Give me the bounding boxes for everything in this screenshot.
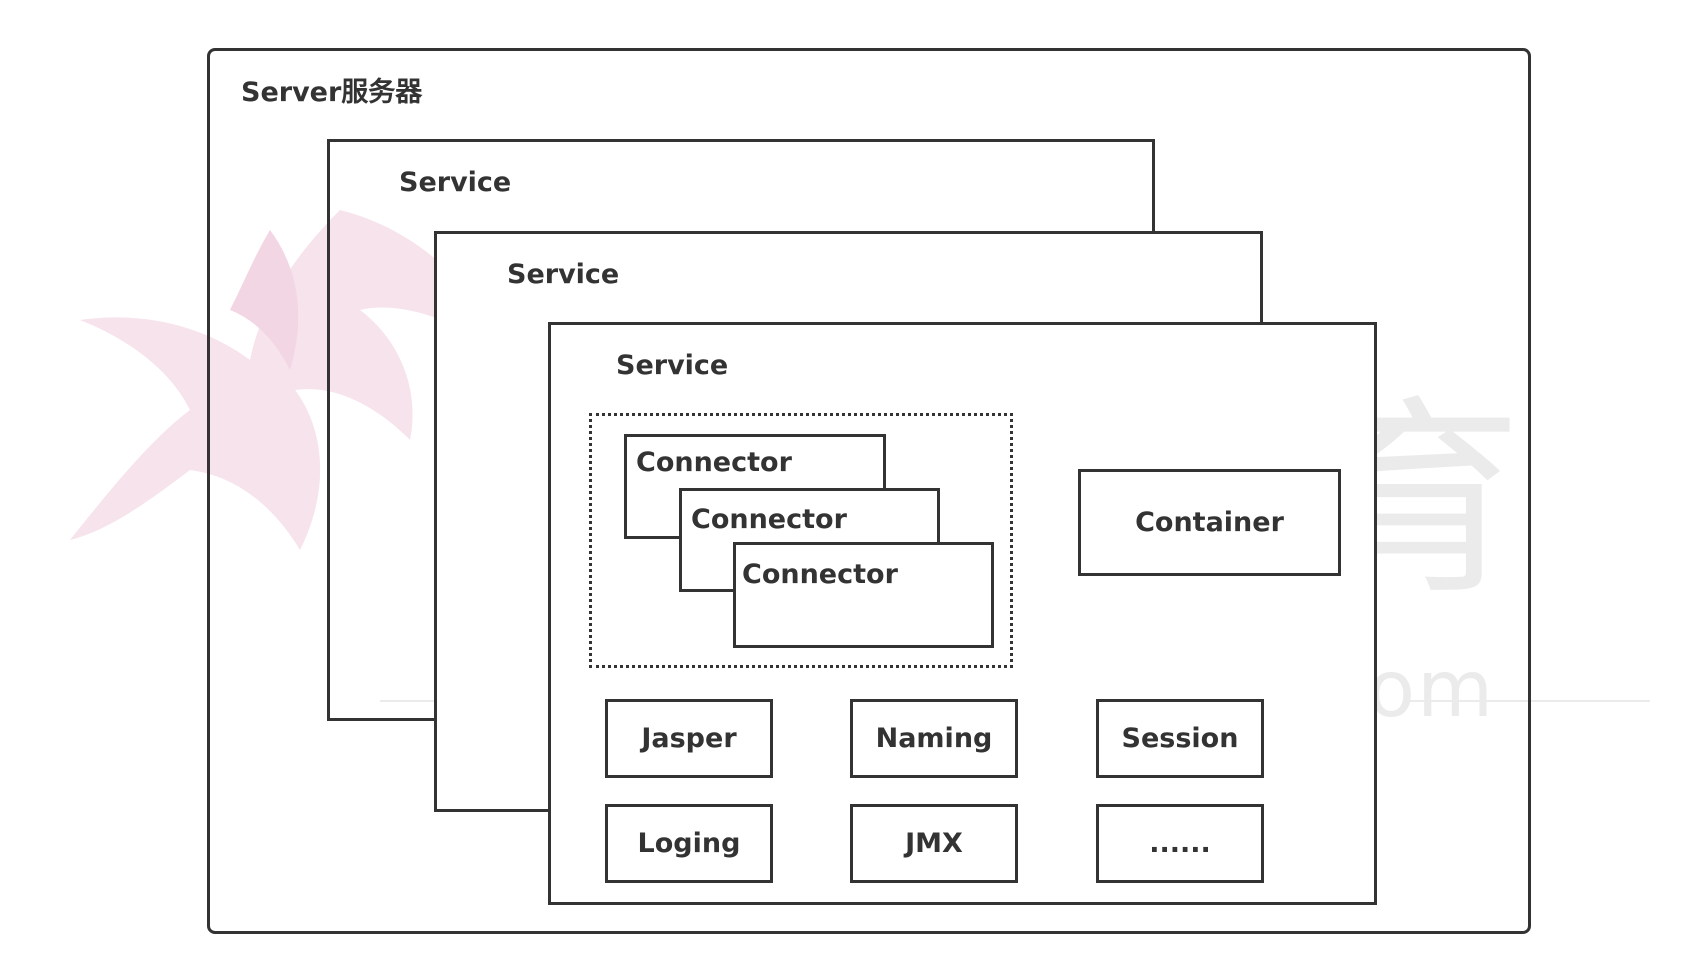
connector-box-3 (733, 542, 994, 648)
module-more: ...... (1096, 804, 1264, 883)
service-label-2: Service (507, 259, 620, 290)
module-naming: Naming (850, 699, 1018, 778)
connector-label-3: Connector (742, 559, 898, 590)
service-label-1: Service (399, 167, 512, 198)
server-box (207, 48, 1531, 934)
connector-label-2: Connector (691, 504, 847, 535)
container-box: Container (1078, 469, 1341, 576)
module-jmx: JMX (850, 804, 1018, 883)
module-session: Session (1096, 699, 1264, 778)
connector-group (589, 413, 1013, 668)
horse-head-icon (70, 210, 510, 550)
module-jasper: Jasper (605, 699, 773, 778)
module-loging: Loging (605, 804, 773, 883)
server-label: Server服务器 (241, 77, 423, 108)
service-label-3: Service (616, 350, 729, 381)
connector-label-1: Connector (636, 447, 792, 478)
